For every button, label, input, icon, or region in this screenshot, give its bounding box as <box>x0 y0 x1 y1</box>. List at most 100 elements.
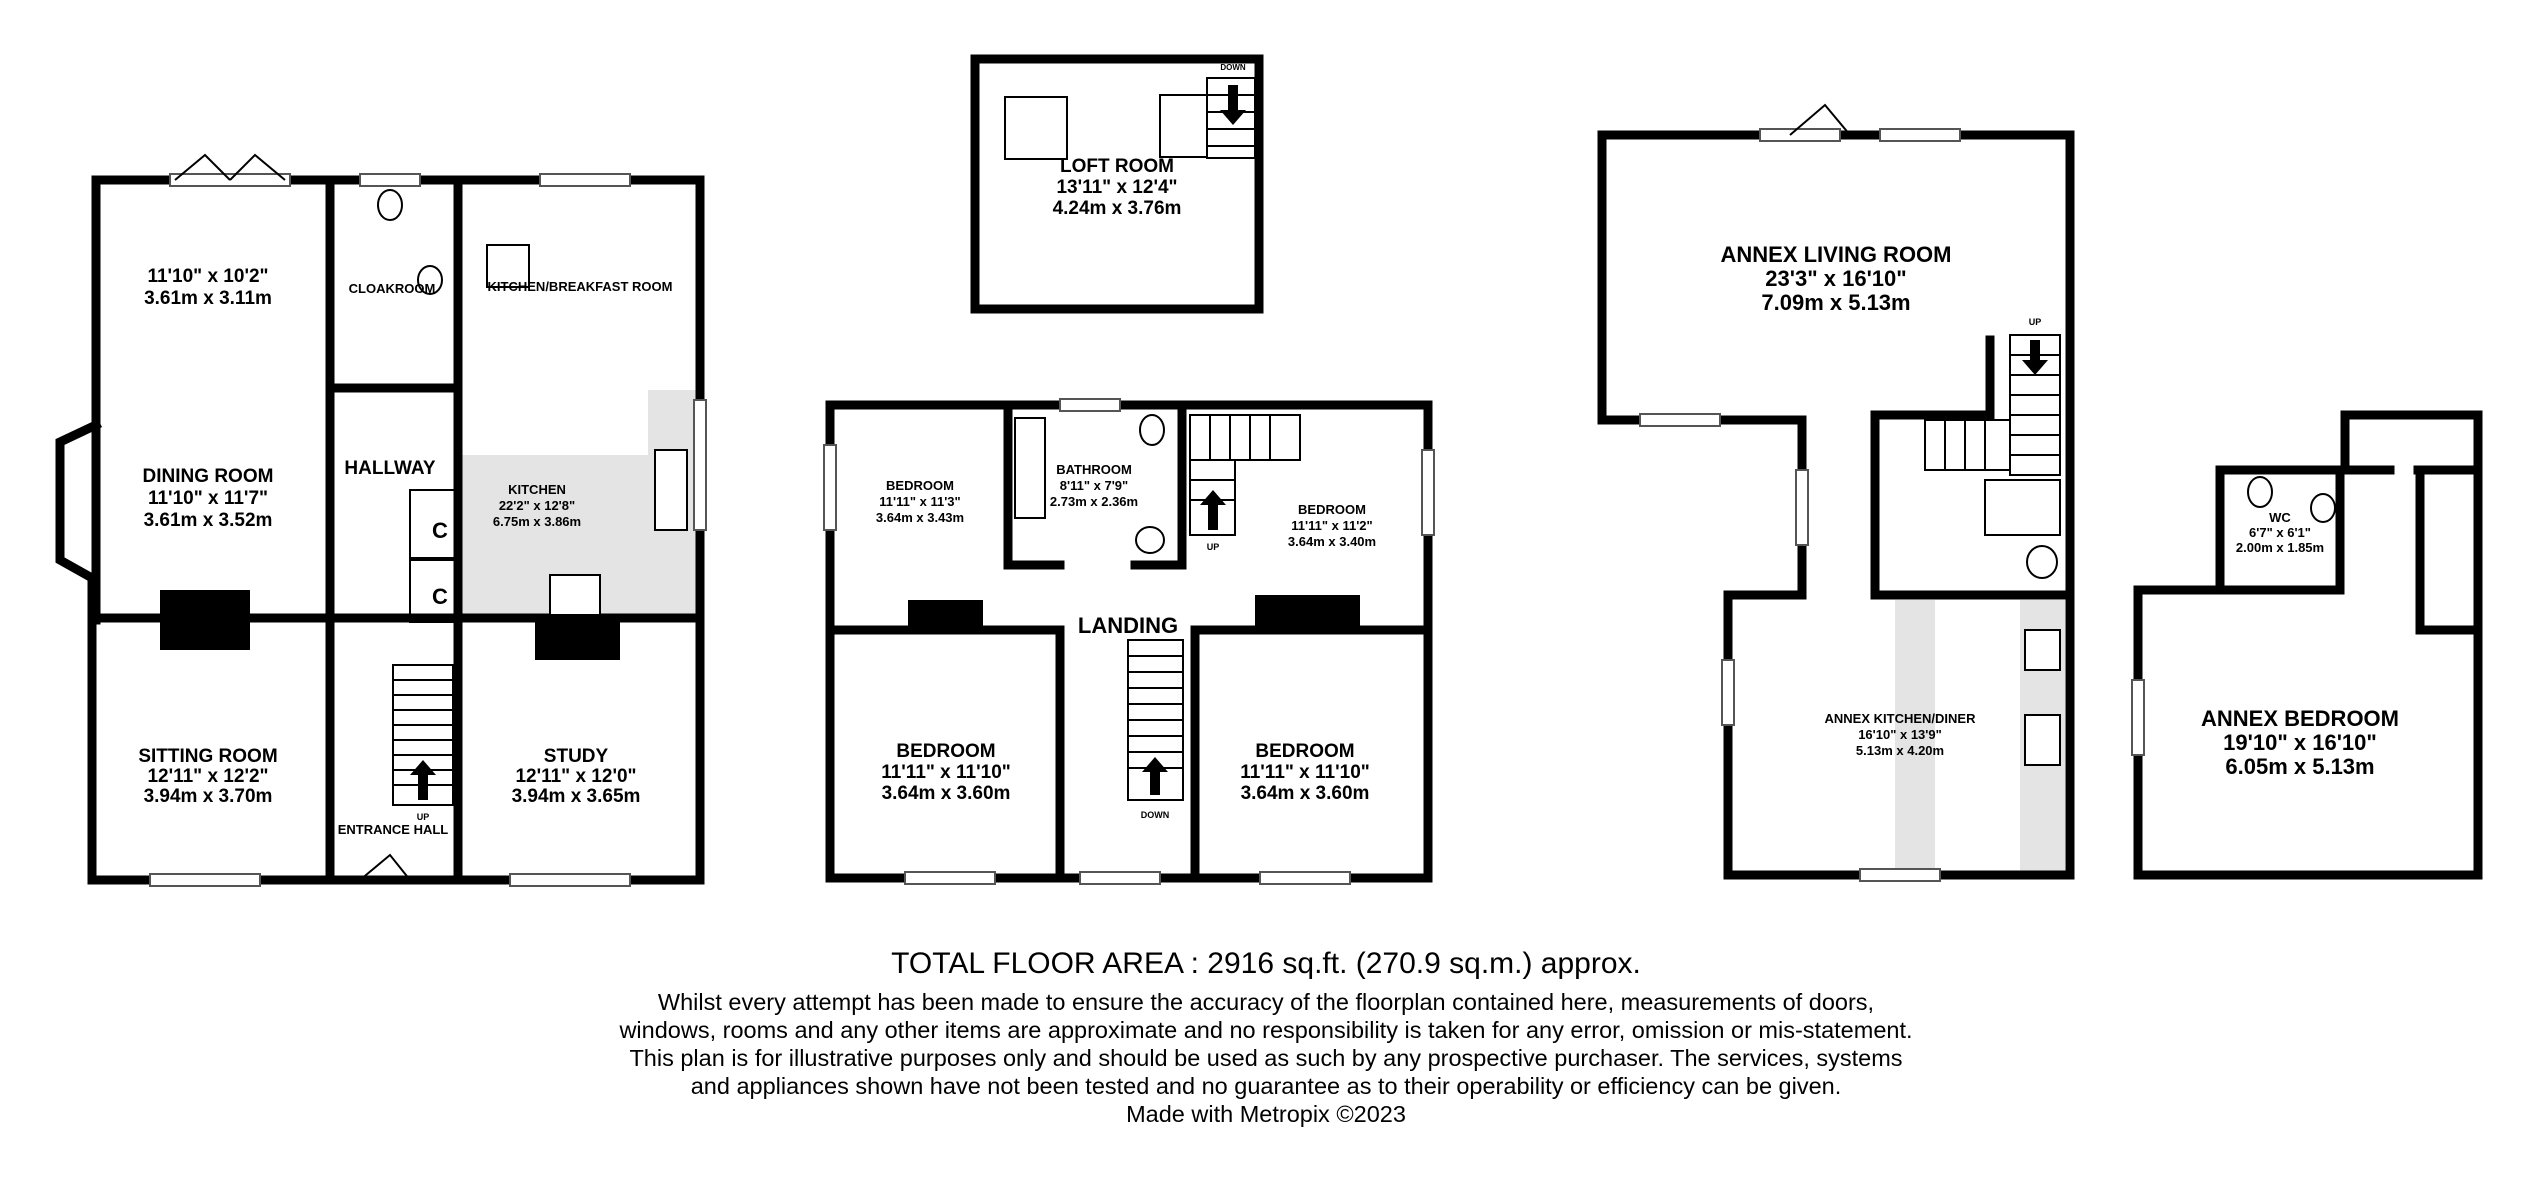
annex-kitchen-label: ANNEX KITCHEN/DINER <box>1825 711 1977 726</box>
bedroom-br-label: BEDROOM <box>1255 741 1354 762</box>
ground-staircase <box>392 664 454 806</box>
first-outer-wall <box>825 400 1433 883</box>
cupboard-2-label: C <box>432 584 448 609</box>
bedroom-tl-imperial: 11'11" x 11'3" <box>879 494 960 509</box>
loft-room-metric: 4.24m x 3.76m <box>1053 198 1182 219</box>
annex-bedroom-outer-wall <box>2133 410 2483 880</box>
dining-room-metric: 3.61m x 3.52m <box>144 510 273 531</box>
bedroom-tl-label: BEDROOM <box>886 478 954 493</box>
annex-bedroom-window <box>2131 679 2145 756</box>
first-upper-staircase <box>1189 414 1301 536</box>
cloakroom-window <box>359 173 421 187</box>
annex-utility-sink <box>1984 479 2061 536</box>
annex-living-side-window <box>1795 469 1809 546</box>
kitchen-metric: 6.75m x 3.86m <box>493 514 581 529</box>
bathroom-metric: 2.73m x 2.36m <box>1050 494 1138 509</box>
chimney-first-right <box>1255 595 1360 630</box>
bathroom-window <box>1059 398 1121 412</box>
cupboard-2 <box>409 559 459 623</box>
kitchen-label: KITCHEN <box>508 482 566 497</box>
loft-floor <box>970 54 1264 314</box>
kitchen-window <box>539 173 631 187</box>
wc-imperial: 6'7" x 6'1" <box>2249 525 2311 540</box>
annex-living-window-2 <box>1879 128 1961 142</box>
annex-kitchen-imperial: 16'10" x 13'9" <box>1858 727 1942 742</box>
total-floor-area: TOTAL FLOOR AREA : 2916 sq.ft. (270.9 sq… <box>891 947 1641 980</box>
annex-kitchen-sink <box>2024 714 2061 766</box>
kitchen-breakfast-label: KITCHEN/BREAKFAST ROOM <box>488 279 673 294</box>
loft-skylight-2 <box>1159 94 1216 158</box>
bedroom-bl-label: BEDROOM <box>896 741 995 762</box>
first-stairs-up-label: UP <box>1207 542 1220 552</box>
annex-living-imperial: 23'3" x 16'10" <box>1765 266 1906 291</box>
annex-bedroom-label: ANNEX BEDROOM <box>2201 706 2399 731</box>
dining-room-imperial: 11'10" x 11'7" <box>148 488 268 509</box>
bedroom-tl-window <box>823 444 837 531</box>
annex-basin <box>2026 545 2058 579</box>
study-bay-window <box>509 873 631 887</box>
chimney-breast-right <box>535 620 620 660</box>
cupboard-1 <box>409 489 459 559</box>
entrance-hall-label: ENTRANCE HALL <box>338 822 449 837</box>
bedroom-bl-imperial: 11'11" x 11'10" <box>881 762 1011 783</box>
annex-staircase <box>1924 334 2061 476</box>
ground-stairs-up-label: UP <box>417 812 430 822</box>
dining-top-imperial: 11'10" x 10'2" <box>147 266 268 287</box>
dining-top-metric: 3.61m x 3.11m <box>144 288 272 309</box>
bedroom-br-window <box>1259 871 1351 885</box>
annex-utility-wall <box>1870 335 1995 600</box>
sitting-room-metric: 3.94m x 3.70m <box>144 786 273 807</box>
loft-outer-wall <box>970 54 1264 314</box>
cloakroom-basin <box>417 265 443 295</box>
landing-staircase <box>1127 639 1184 801</box>
bedroom-tr-window <box>1421 449 1435 536</box>
annex-living-metric: 7.09m x 5.13m <box>1761 290 1910 315</box>
wc-toilet <box>2247 476 2273 508</box>
footer: TOTAL FLOOR AREA : 2916 sq.ft. (270.9 sq… <box>0 946 2532 1128</box>
annex-hob <box>2024 629 2061 671</box>
landing-window <box>1079 871 1161 885</box>
annex-worktop-mid <box>1895 600 1935 875</box>
disclaimer-text: Whilst every attempt has been made to en… <box>619 989 1913 1099</box>
study-metric: 3.94m x 3.65m <box>512 786 641 807</box>
cloakroom-label: CLOAKROOM <box>349 281 436 296</box>
annex-kitchen-window <box>1859 868 1941 882</box>
cupboard-1-label: C <box>432 518 448 543</box>
bedroom-bl-metric: 3.64m x 3.60m <box>882 783 1011 804</box>
landing-label: LANDING <box>1078 613 1178 638</box>
kitchen-skylight <box>486 244 530 288</box>
bedroom-tr-label: BEDROOM <box>1298 502 1366 517</box>
annex-bedroom-floor <box>2131 410 2483 880</box>
annex-floor <box>1597 103 2075 882</box>
loft-room-label: LOFT ROOM <box>1060 156 1174 177</box>
annex-kitchen-metric: 5.13m x 4.20m <box>1856 743 1944 758</box>
wc-basin <box>2310 493 2336 523</box>
bedroom-bl-window <box>904 871 996 885</box>
sitting-bay-window <box>149 873 261 887</box>
annex-bedroom-imperial: 19'10" x 16'10" <box>2223 730 2377 755</box>
kitchen-imperial: 22'2" x 12'8" <box>499 498 575 513</box>
credit-text: Made with Metropix ©2023 <box>1126 1101 1406 1127</box>
ground-outer-wall <box>55 175 705 885</box>
first-floor <box>823 398 1435 885</box>
study-label: STUDY <box>544 746 609 767</box>
annex-bedroom-metric: 6.05m x 5.13m <box>2225 754 2374 779</box>
annex-living-door <box>1789 103 1851 136</box>
bathroom-basin <box>1135 526 1165 554</box>
bathroom-toilet <box>1139 414 1165 446</box>
bedroom-br-imperial: 11'11" x 11'10" <box>1240 762 1370 783</box>
annex-kitchen-side-window <box>1721 659 1735 726</box>
study-imperial: 12'11" x 12'0" <box>515 766 636 787</box>
sitting-room-label: SITTING ROOM <box>138 746 277 767</box>
annex-stairs-up-label: UP <box>2029 317 2042 327</box>
loft-skylight-1 <box>1004 96 1068 160</box>
bedroom-tr-imperial: 11'11" x 11'2" <box>1291 518 1372 533</box>
annex-living-window-1 <box>1759 128 1841 142</box>
kitchen-side-window <box>693 399 707 531</box>
ground-floor <box>55 153 707 887</box>
loft-room-imperial: 13'11" x 12'4" <box>1056 177 1177 198</box>
dining-door-swing <box>174 153 286 181</box>
bathroom-label: BATHROOM <box>1056 462 1132 477</box>
bedroom-br-metric: 3.64m x 3.60m <box>1241 783 1370 804</box>
